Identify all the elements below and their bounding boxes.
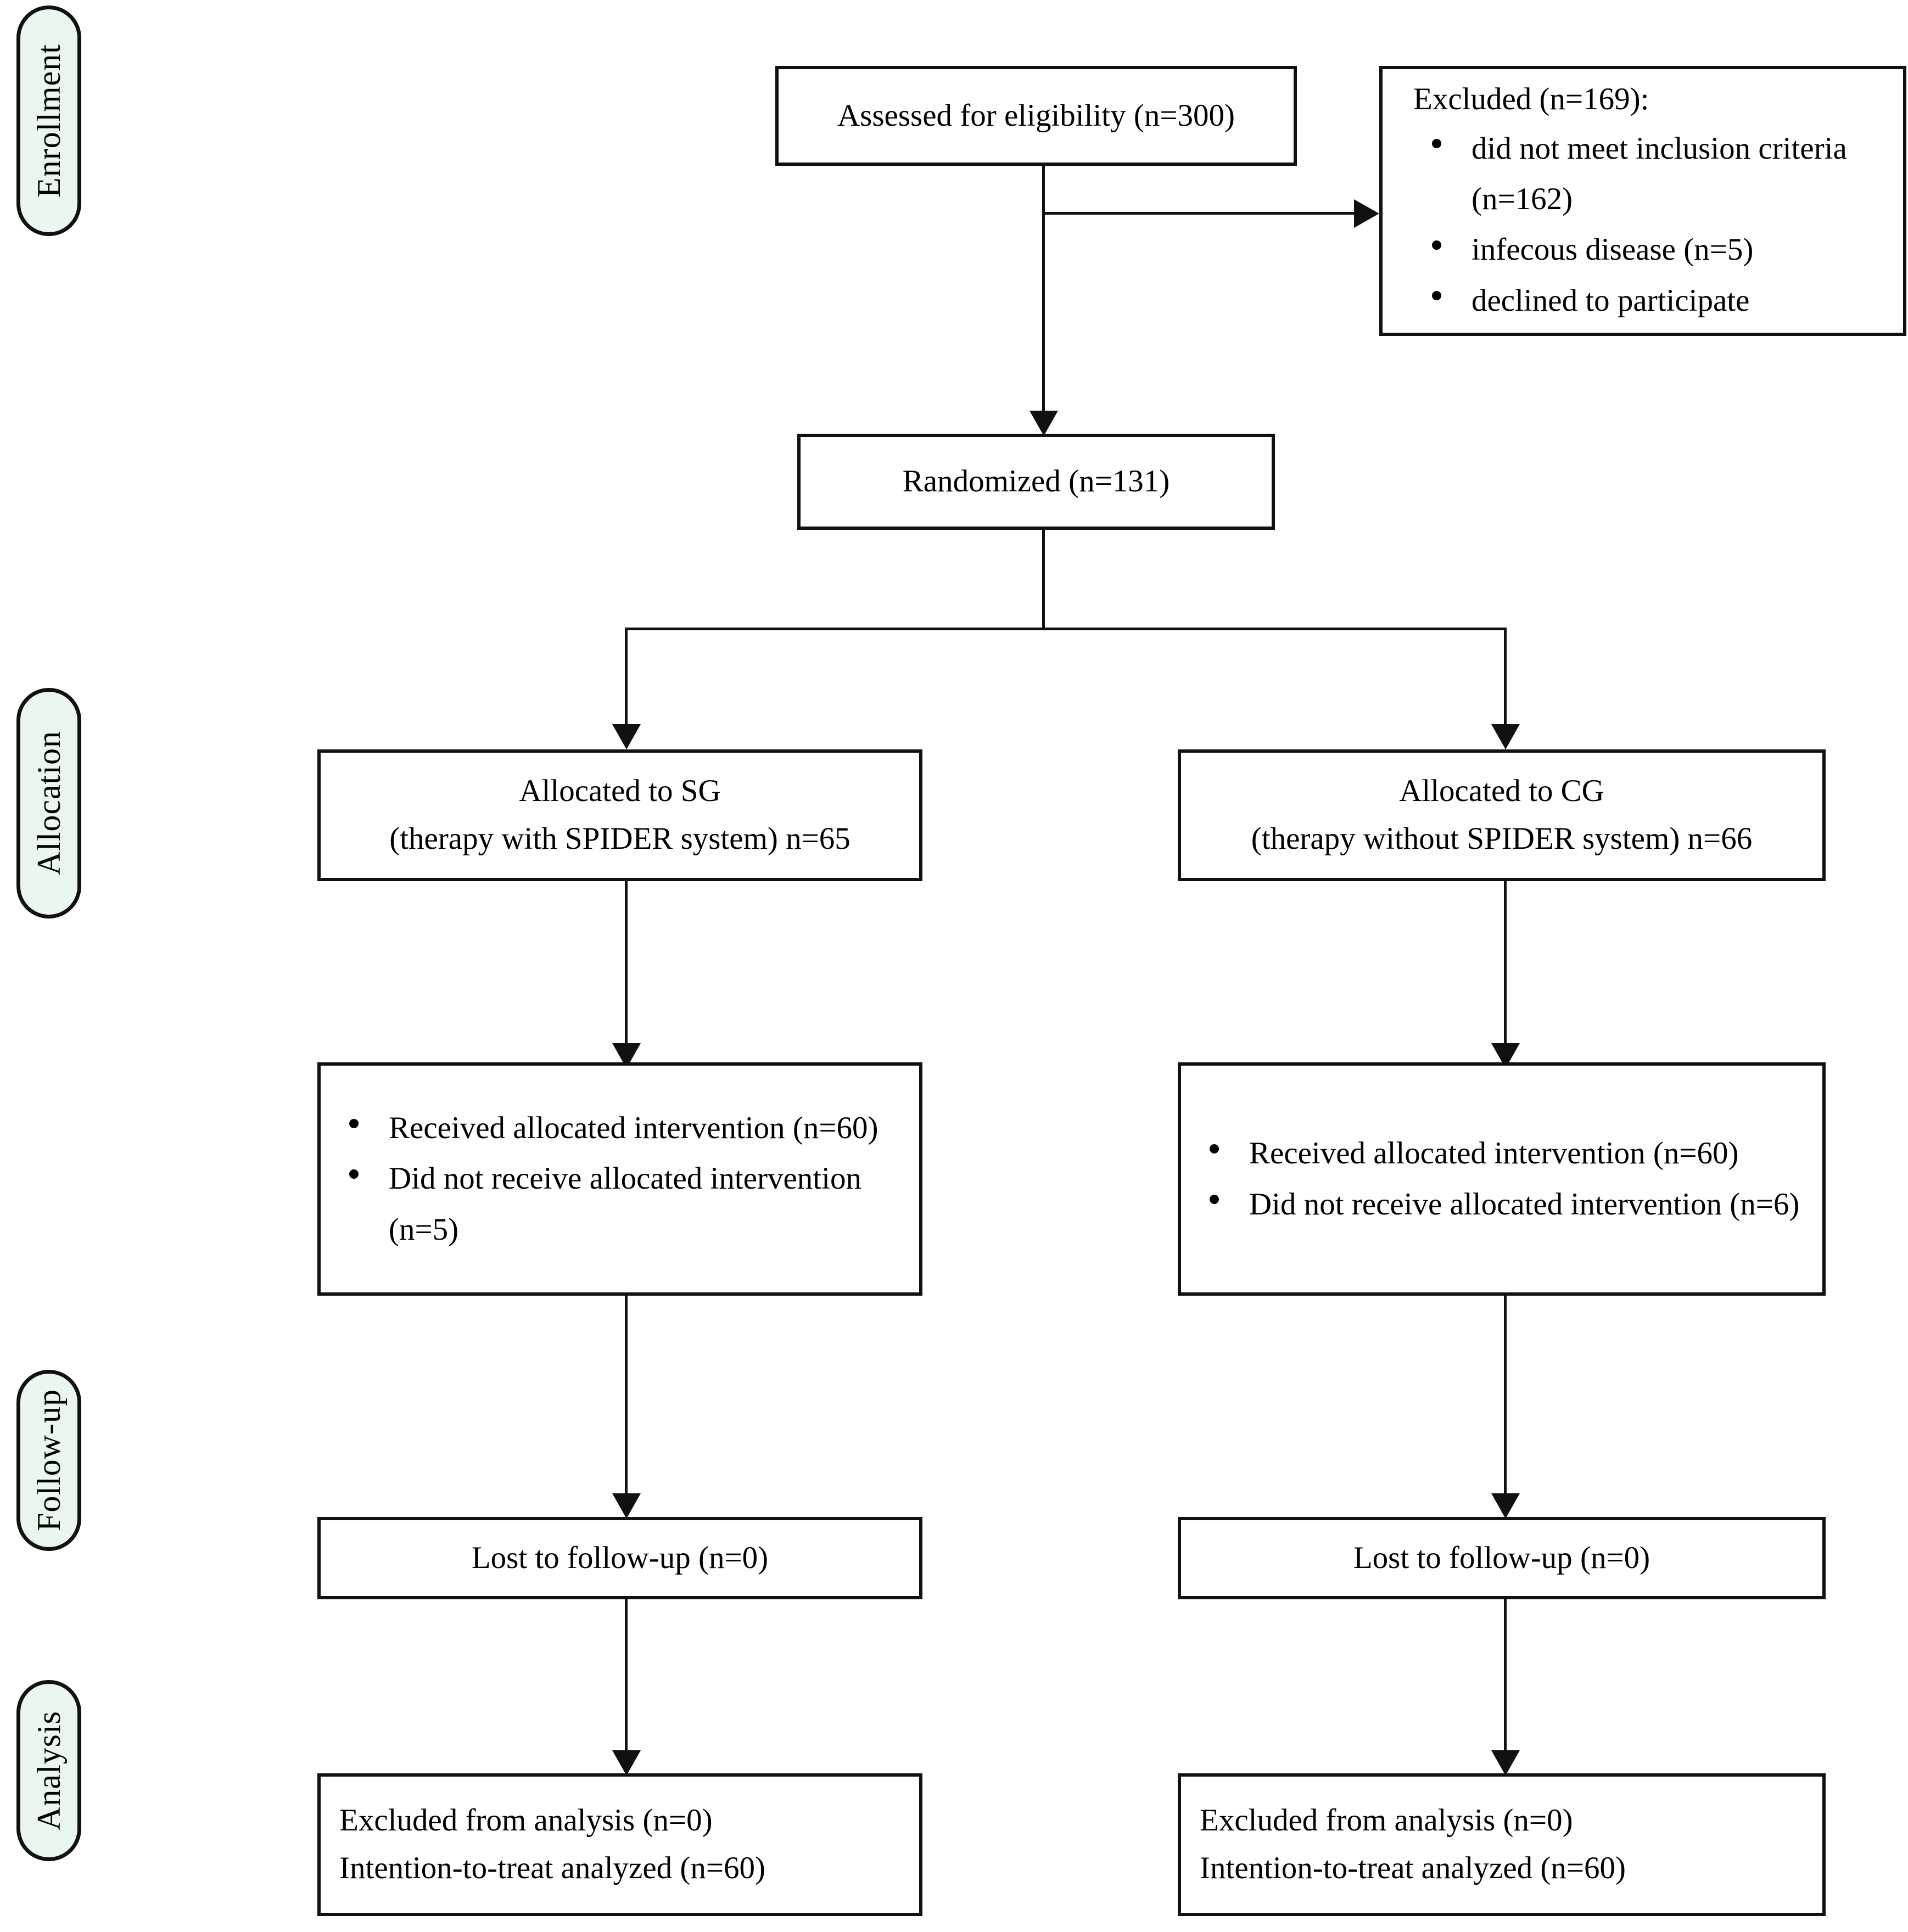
connector-alloc-cg-to-interv (1504, 881, 1507, 1043)
excluded-heading: Excluded (n=169): (1413, 82, 1649, 117)
stage-pill-allocation-label: Allocation (31, 731, 67, 876)
bullet-icon (1432, 240, 1441, 250)
node-excluded: Excluded (n=169): did not meet inclusion… (1379, 66, 1906, 336)
bullet-icon (1432, 139, 1441, 149)
stage-pill-followup: Follow-up (16, 1370, 81, 1551)
node-lost-followup-cg: Lost to follow-up (n=0) (1178, 1517, 1826, 1599)
node-analysis-sg: Excluded from analysis (n=0) Intention-t… (317, 1773, 922, 1916)
node-allocated-cg: Allocated to CG (therapy without SPIDER … (1178, 749, 1826, 881)
list-item: did not meet inclusion criteria (n=162) (1401, 124, 1884, 225)
arrowhead-alloc-cg-icon (1491, 724, 1520, 749)
node-lost-followup-sg: Lost to follow-up (n=0) (317, 1517, 922, 1599)
analysis-cg-line1: Excluded from analysis (n=0) (1200, 1803, 1573, 1838)
bullet-icon (349, 1169, 359, 1179)
analysis-sg-line2: Intention-to-treat analyzed (n=60) (339, 1851, 765, 1885)
arrowhead-randomized-icon (1029, 411, 1058, 436)
list-item: declined to participate (1401, 276, 1884, 326)
stage-pill-analysis: Analysis (16, 1680, 81, 1861)
node-randomized: Randomized (n=131) (797, 434, 1275, 530)
node-analysis-cg: Excluded from analysis (n=0) Intention-t… (1178, 1773, 1826, 1916)
stage-pill-allocation: Allocation (16, 688, 81, 919)
excluded-reason-text: declined to participate (1471, 283, 1750, 318)
allocated-sg-line2: (therapy with SPIDER system) n=65 (389, 821, 851, 856)
intervention-cg-item: Did not receive allocated intervention (… (1249, 1186, 1800, 1222)
stage-pill-followup-label: Follow-up (31, 1389, 67, 1532)
list-item: Did not receive allocated intervention (… (1181, 1179, 1822, 1230)
connector-randomized-trunk (1042, 530, 1045, 630)
intervention-cg-item: Received allocated intervention (n=60) (1249, 1136, 1739, 1171)
analysis-cg-line2: Intention-to-treat analyzed (n=60) (1200, 1851, 1626, 1885)
node-allocated-sg: Allocated to SG (therapy with SPIDER sys… (317, 749, 922, 881)
connector-split-bar (625, 628, 1507, 630)
connector-interv-sg-to-lost (625, 1296, 628, 1493)
randomized-text: Randomized (n=131) (902, 464, 1170, 499)
arrowhead-analysis-sg-icon (612, 1750, 641, 1776)
arrowhead-lost-cg-icon (1491, 1493, 1520, 1519)
lost-followup-cg-text: Lost to follow-up (n=0) (1353, 1540, 1650, 1575)
intervention-sg-item: Received allocated intervention (n=60) (389, 1111, 879, 1145)
node-intervention-sg: Received allocated intervention (n=60) D… (317, 1062, 922, 1296)
excluded-reason-text: did not meet inclusion criteria (n=162) (1471, 131, 1847, 216)
analysis-sg-line1: Excluded from analysis (n=0) (339, 1803, 713, 1838)
intervention-cg-list: Received allocated intervention (n=60) D… (1181, 1128, 1822, 1230)
lost-followup-sg-text: Lost to follow-up (n=0) (471, 1540, 769, 1575)
connector-split-right (1504, 628, 1507, 724)
connector-lost-cg-to-analysis (1504, 1599, 1507, 1750)
assessed-text: Assessed for eligibility (n=300) (837, 98, 1235, 133)
arrowhead-analysis-cg-icon (1491, 1750, 1520, 1776)
stage-pill-enrollment-label: Enrollment (31, 44, 67, 198)
bullet-icon (1432, 291, 1441, 301)
intervention-sg-list: Received allocated intervention (n=60) D… (321, 1103, 919, 1255)
arrowhead-alloc-sg-icon (612, 724, 641, 749)
connector-interv-cg-to-lost (1504, 1296, 1507, 1493)
node-intervention-cg: Received allocated intervention (n=60) D… (1178, 1062, 1826, 1296)
allocated-cg-line2: (therapy without SPIDER system) n=66 (1251, 821, 1753, 856)
excluded-reason-list: did not meet inclusion criteria (n=162) … (1401, 124, 1884, 326)
list-item: infecous disease (n=5) (1401, 225, 1884, 275)
connector-lost-sg-to-analysis (625, 1599, 628, 1750)
list-item: Received allocated intervention (n=60) (321, 1103, 919, 1153)
intervention-sg-item: Did not receive allocated intervention (… (389, 1161, 861, 1247)
node-assessed-for-eligibility: Assessed for eligibility (n=300) (775, 66, 1297, 166)
bullet-icon (349, 1118, 359, 1128)
connector-split-left (625, 628, 628, 724)
arrowhead-excluded-icon (1354, 199, 1379, 228)
allocated-cg-line1: Allocated to CG (1399, 774, 1604, 809)
bullet-icon (1210, 1195, 1219, 1204)
stage-pill-enrollment: Enrollment (16, 5, 81, 236)
excluded-reason-text: infecous disease (n=5) (1471, 232, 1754, 267)
arrowhead-lost-sg-icon (612, 1493, 641, 1519)
bullet-icon (1210, 1144, 1219, 1153)
list-item: Did not receive allocated intervention (… (321, 1153, 919, 1255)
connector-assessed-to-randomized (1042, 166, 1045, 411)
allocated-sg-line1: Allocated to SG (519, 774, 721, 809)
connector-to-excluded (1042, 212, 1354, 215)
stage-pill-analysis-label: Analysis (31, 1711, 67, 1830)
list-item: Received allocated intervention (n=60) (1181, 1128, 1822, 1179)
connector-alloc-sg-to-interv (625, 881, 628, 1043)
